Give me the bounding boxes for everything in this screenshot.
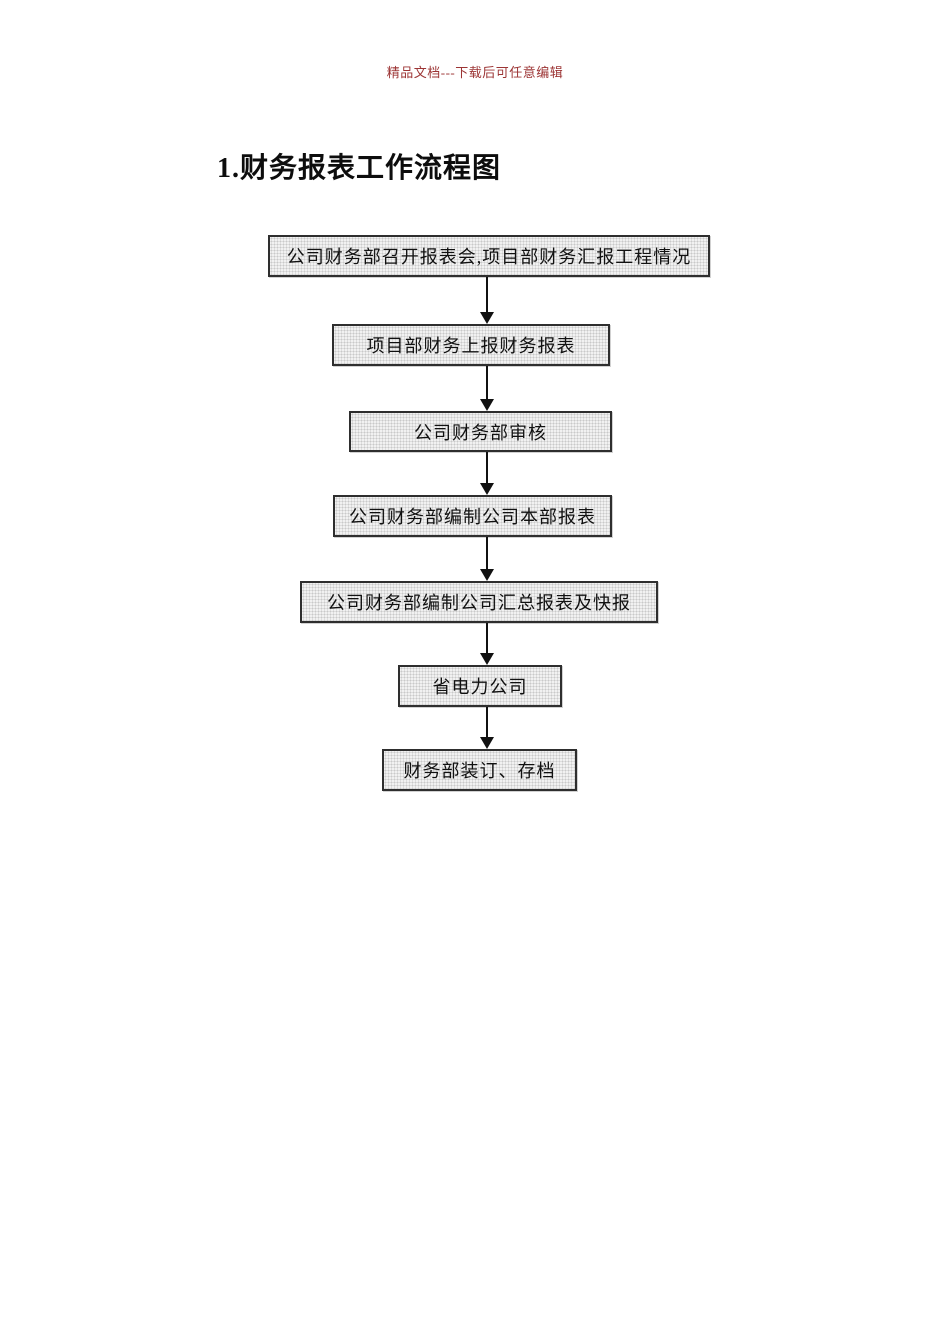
flowchart-node-binding-archive: 财务部装订、存档 bbox=[382, 749, 577, 791]
flow-arrow-down-icon bbox=[480, 452, 494, 495]
page-title: 1.财务报表工作流程图 bbox=[217, 153, 502, 184]
flow-arrow-down-icon bbox=[480, 623, 494, 665]
flow-arrow-down-icon bbox=[480, 366, 494, 411]
flowchart-node-finance-review: 公司财务部审核 bbox=[349, 411, 612, 452]
flowchart-node-power-company: 省电力公司 bbox=[398, 665, 562, 707]
flow-arrow-down-icon bbox=[480, 537, 494, 581]
flowchart-node-hq-report: 公司财务部编制公司本部报表 bbox=[333, 495, 612, 537]
flow-arrow-down-icon bbox=[480, 707, 494, 749]
doc-header-watermark: 精品文档---下载后可任意编辑 bbox=[386, 65, 564, 80]
flow-arrow-down-icon bbox=[480, 277, 494, 324]
flowchart-node-summary-report: 公司财务部编制公司汇总报表及快报 bbox=[300, 581, 658, 623]
flowchart-node-project-submit: 项目部财务上报财务报表 bbox=[332, 324, 610, 366]
flowchart-node-report-meeting: 公司财务部召开报表会,项目部财务汇报工程情况 bbox=[268, 235, 710, 277]
